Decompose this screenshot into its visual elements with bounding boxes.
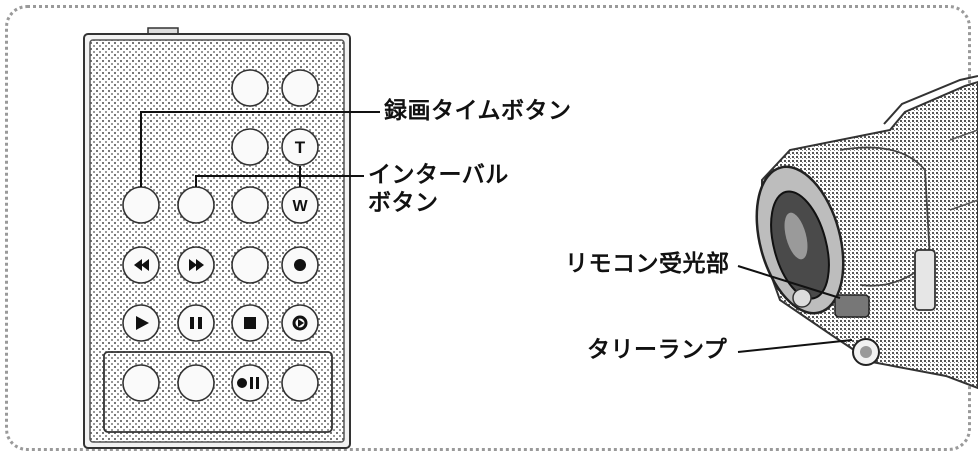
rec-time-leader [140, 111, 380, 187]
pause-button [177, 304, 215, 342]
replay-icon [292, 315, 308, 331]
remote-face [89, 39, 345, 443]
play-icon [136, 316, 149, 330]
interval-button-label-line2: ボタン [368, 190, 439, 216]
interval-button-label-line1: インターバル [368, 162, 509, 188]
remote-sensor-leader [737, 265, 841, 299]
fast-forward-icon [189, 259, 204, 271]
zoom-t-label: T [295, 138, 306, 157]
remote-button-row3 [231, 186, 269, 224]
tally-lamp-leader [737, 339, 853, 353]
interval-button [177, 186, 215, 224]
stop-icon [244, 317, 256, 329]
zoom-w-label: W [292, 198, 308, 215]
rec-time-button [122, 186, 160, 224]
leader-lines-remote [140, 111, 380, 187]
leader-lines-camera [737, 265, 853, 353]
rec-time-button-label: 録画タイムボタン [384, 98, 572, 124]
camcorder [755, 75, 978, 390]
record-pause-icon [237, 377, 259, 389]
record-icon [294, 259, 306, 271]
remote-button-bottom-4 [281, 364, 319, 402]
remote-control: T W [83, 27, 351, 449]
side-switch [914, 249, 936, 311]
remote-button-bottom-2 [177, 364, 215, 402]
remote-button-mid [231, 128, 269, 166]
remote-button-top-right [281, 69, 319, 107]
rewind-icon [134, 259, 149, 271]
remote-button-bottom-1 [122, 364, 160, 402]
remote-button-row4 [231, 246, 269, 284]
interval-leader [195, 175, 364, 187]
pause-icon [190, 317, 202, 329]
remote-button-top-left [231, 69, 269, 107]
zoom-t-button [281, 128, 319, 166]
record-button-area [103, 351, 333, 433]
remote-sensor-label: リモコン受光部 [565, 251, 730, 277]
remote-sensor-window [834, 294, 870, 318]
tally-lamp-label: タリーランプ [587, 337, 728, 363]
lens-reflection [784, 212, 808, 260]
